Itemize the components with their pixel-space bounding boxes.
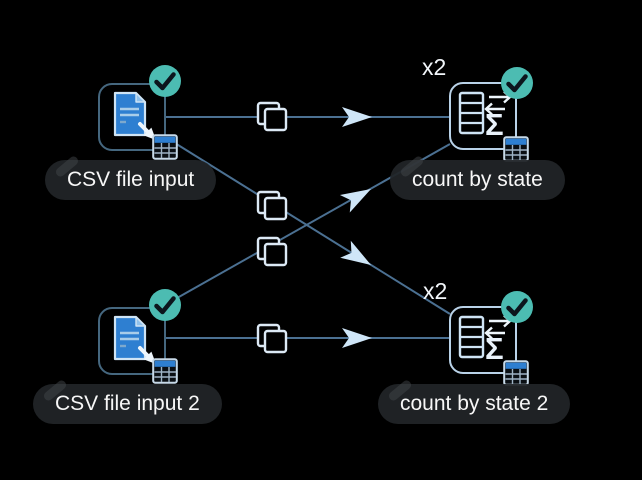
table-output-port-icon[interactable]	[152, 134, 178, 160]
arrow-to-table	[138, 122, 150, 134]
copy-icon	[256, 190, 288, 221]
node-label-count-by-state-2[interactable]: count by state 2	[378, 378, 571, 424]
success-checkmark-icon	[501, 291, 533, 323]
node-label-text: count by state	[412, 168, 543, 191]
copy-icon	[256, 101, 288, 132]
arrowhead-icon	[342, 107, 372, 127]
node-label-text: CSV file input	[67, 168, 195, 191]
arrowhead-icon	[340, 240, 371, 265]
multiplicity-badge: x2	[422, 54, 447, 80]
arrowheads	[339, 107, 372, 348]
success-checkmark-icon	[149, 289, 181, 321]
table-output-port-icon[interactable]	[503, 360, 529, 386]
success-checkmark-icon	[501, 67, 533, 99]
copy-icon	[256, 236, 288, 267]
success-checkmark-icon	[149, 65, 181, 97]
sum-sigma-icon: Σ	[485, 107, 504, 140]
edge-csv1-to-count2[interactable]	[169, 139, 451, 315]
sum-sigma-icon: Σ	[485, 331, 504, 364]
node-label-count-by-state[interactable]: count by state	[390, 154, 565, 200]
arrowhead-icon	[339, 189, 371, 213]
table-output-port-icon[interactable]	[503, 136, 529, 162]
table-output-port-icon[interactable]	[152, 358, 178, 384]
node-label-csv-file-input[interactable]: CSV file input	[45, 154, 217, 200]
csv-file-icon	[113, 315, 156, 364]
edge-lines	[166, 116, 451, 339]
multiplicity-badge: x2	[423, 278, 448, 304]
csv-file-icon	[113, 91, 156, 140]
arrow-to-table	[138, 346, 150, 358]
node-label-csv-file-input-2[interactable]: CSV file input 2	[33, 378, 222, 424]
arrowhead-icon	[342, 328, 372, 348]
copy-icon	[256, 323, 288, 354]
copy-markers	[256, 101, 288, 354]
node-label-text: count by state 2	[400, 392, 549, 415]
node-label-text: CSV file input 2	[55, 392, 200, 415]
